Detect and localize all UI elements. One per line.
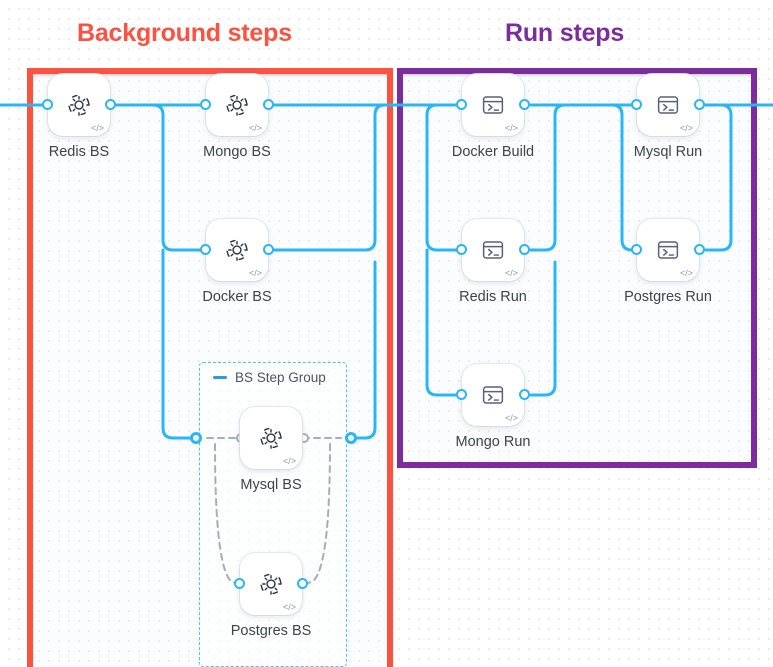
code-badge: </> <box>504 268 518 278</box>
node-redis-bs-input-port[interactable] <box>42 99 53 110</box>
service-gear-icon <box>256 569 286 599</box>
node-mysql-run-input-port[interactable] <box>631 99 642 110</box>
step-group-label: BS Step Group <box>235 370 326 385</box>
service-gear-icon <box>64 90 94 120</box>
node-redis-bs-label: Redis BS <box>48 144 110 160</box>
node-redis-run-output-port[interactable] <box>519 244 530 255</box>
node-mongo-bs-card[interactable]: </> <box>206 74 268 136</box>
node-redis-run[interactable]: </> Redis Run <box>456 219 530 305</box>
node-mysql-bs-label: Mysql BS <box>240 477 302 493</box>
node-postgres-bs-input-port[interactable] <box>234 578 245 589</box>
terminal-icon <box>478 90 508 120</box>
terminal-icon <box>478 380 508 410</box>
node-docker-bs-output-port[interactable] <box>263 244 274 255</box>
terminal-icon <box>478 235 508 265</box>
section-title-run-steps: Run steps <box>505 19 625 47</box>
node-mongo-run-label: Mongo Run <box>455 434 531 450</box>
node-mysql-run-label: Mysql Run <box>633 144 703 160</box>
node-mysql-bs[interactable]: </> Mysql BS <box>240 407 302 493</box>
node-postgres-bs-card[interactable]: </> <box>240 553 302 615</box>
stage-run-steps[interactable] <box>397 68 757 468</box>
node-postgres-run-input-port[interactable] <box>631 244 642 255</box>
node-docker-bs-input-port[interactable] <box>200 244 211 255</box>
code-badge: </> <box>679 123 693 133</box>
node-postgres-run[interactable]: </> Postgres Run <box>624 219 712 305</box>
node-redis-bs-output-port[interactable] <box>105 99 116 110</box>
node-mongo-run-card[interactable]: </> <box>462 364 524 426</box>
code-badge: </> <box>504 413 518 423</box>
minus-icon[interactable] <box>213 376 227 379</box>
code-badge: </> <box>282 456 296 466</box>
code-badge: </> <box>248 123 262 133</box>
node-mysql-bs-card[interactable]: </> <box>240 407 302 469</box>
node-mysql-run[interactable]: </> Mysql Run <box>631 74 705 160</box>
code-badge: </> <box>248 268 262 278</box>
node-postgres-run-output-port[interactable] <box>694 244 705 255</box>
node-docker-build-output-port[interactable] <box>519 99 530 110</box>
service-gear-icon <box>256 423 286 453</box>
terminal-icon <box>653 90 683 120</box>
step-group-input-port[interactable] <box>190 432 202 444</box>
node-mongo-run[interactable]: </> Mongo Run <box>456 364 530 450</box>
node-docker-bs-card[interactable]: </> <box>206 219 268 281</box>
node-docker-build-label: Docker Build <box>451 144 535 160</box>
terminal-icon <box>653 235 683 265</box>
node-postgres-bs-output-port[interactable] <box>297 578 308 589</box>
service-gear-icon <box>222 90 252 120</box>
section-title-background-steps: Background steps <box>77 19 292 47</box>
code-badge: </> <box>90 123 104 133</box>
node-postgres-bs[interactable]: </> Postgres BS <box>231 553 311 639</box>
node-mongo-bs-label: Mongo BS <box>203 144 271 160</box>
node-mysql-run-output-port[interactable] <box>694 99 705 110</box>
node-redis-run-input-port[interactable] <box>456 244 467 255</box>
node-docker-build[interactable]: </> Docker Build <box>452 74 534 160</box>
node-postgres-run-card[interactable]: </> <box>637 219 699 281</box>
node-docker-bs-label: Docker BS <box>202 289 272 305</box>
node-redis-run-label: Redis Run <box>459 289 527 305</box>
code-badge: </> <box>282 602 296 612</box>
node-redis-run-card[interactable]: </> <box>462 219 524 281</box>
node-docker-build-input-port[interactable] <box>456 99 467 110</box>
node-redis-bs[interactable]: </> Redis BS <box>42 74 116 160</box>
node-postgres-run-label: Postgres Run <box>624 289 712 305</box>
node-mongo-bs-input-port[interactable] <box>200 99 211 110</box>
node-mongo-bs[interactable]: </> Mongo BS <box>200 74 274 160</box>
step-group-output-port[interactable] <box>345 432 357 444</box>
node-docker-bs[interactable]: </> Docker BS <box>200 219 274 305</box>
code-badge: </> <box>679 268 693 278</box>
node-postgres-bs-label: Postgres BS <box>230 623 312 639</box>
step-group-header[interactable]: BS Step Group <box>213 370 326 385</box>
node-mongo-run-output-port[interactable] <box>519 389 530 400</box>
node-redis-bs-card[interactable]: </> <box>48 74 110 136</box>
code-badge: </> <box>504 123 518 133</box>
service-gear-icon <box>222 235 252 265</box>
node-mongo-bs-output-port[interactable] <box>263 99 274 110</box>
node-mysql-run-card[interactable]: </> <box>637 74 699 136</box>
node-mongo-run-input-port[interactable] <box>456 389 467 400</box>
node-docker-build-card[interactable]: </> <box>462 74 524 136</box>
